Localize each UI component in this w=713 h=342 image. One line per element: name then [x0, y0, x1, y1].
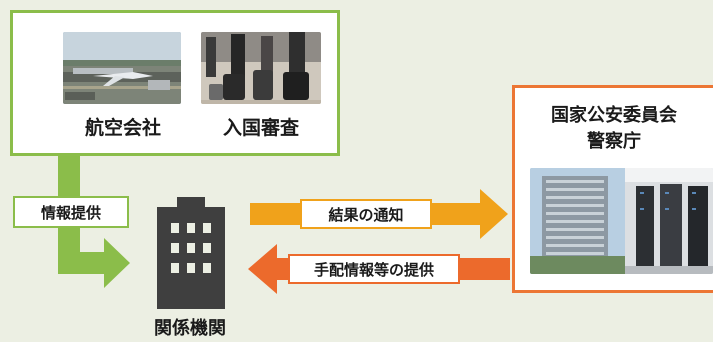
- national-police-box: 国家公安委員会 警察庁: [512, 85, 713, 293]
- building-icon: [157, 197, 225, 309]
- wanted-info-label: 手配情報等の提供: [288, 254, 460, 284]
- airport-photo: [63, 32, 181, 104]
- info-provision-label: 情報提供: [13, 196, 129, 228]
- immigration-photo: [201, 32, 321, 104]
- result-notice-label: 結果の通知: [300, 199, 432, 229]
- agency-label: 関係機関: [154, 318, 226, 339]
- police-title-line2: 警察庁: [587, 131, 641, 152]
- immigration-label: 入国審査: [222, 117, 299, 139]
- police-building-photo: [530, 168, 713, 274]
- police-title-line1: 国家公安委員会: [551, 105, 677, 126]
- airline-label: 航空会社: [84, 117, 161, 139]
- airline-immigration-box: 航空会社 入国審査: [10, 10, 340, 156]
